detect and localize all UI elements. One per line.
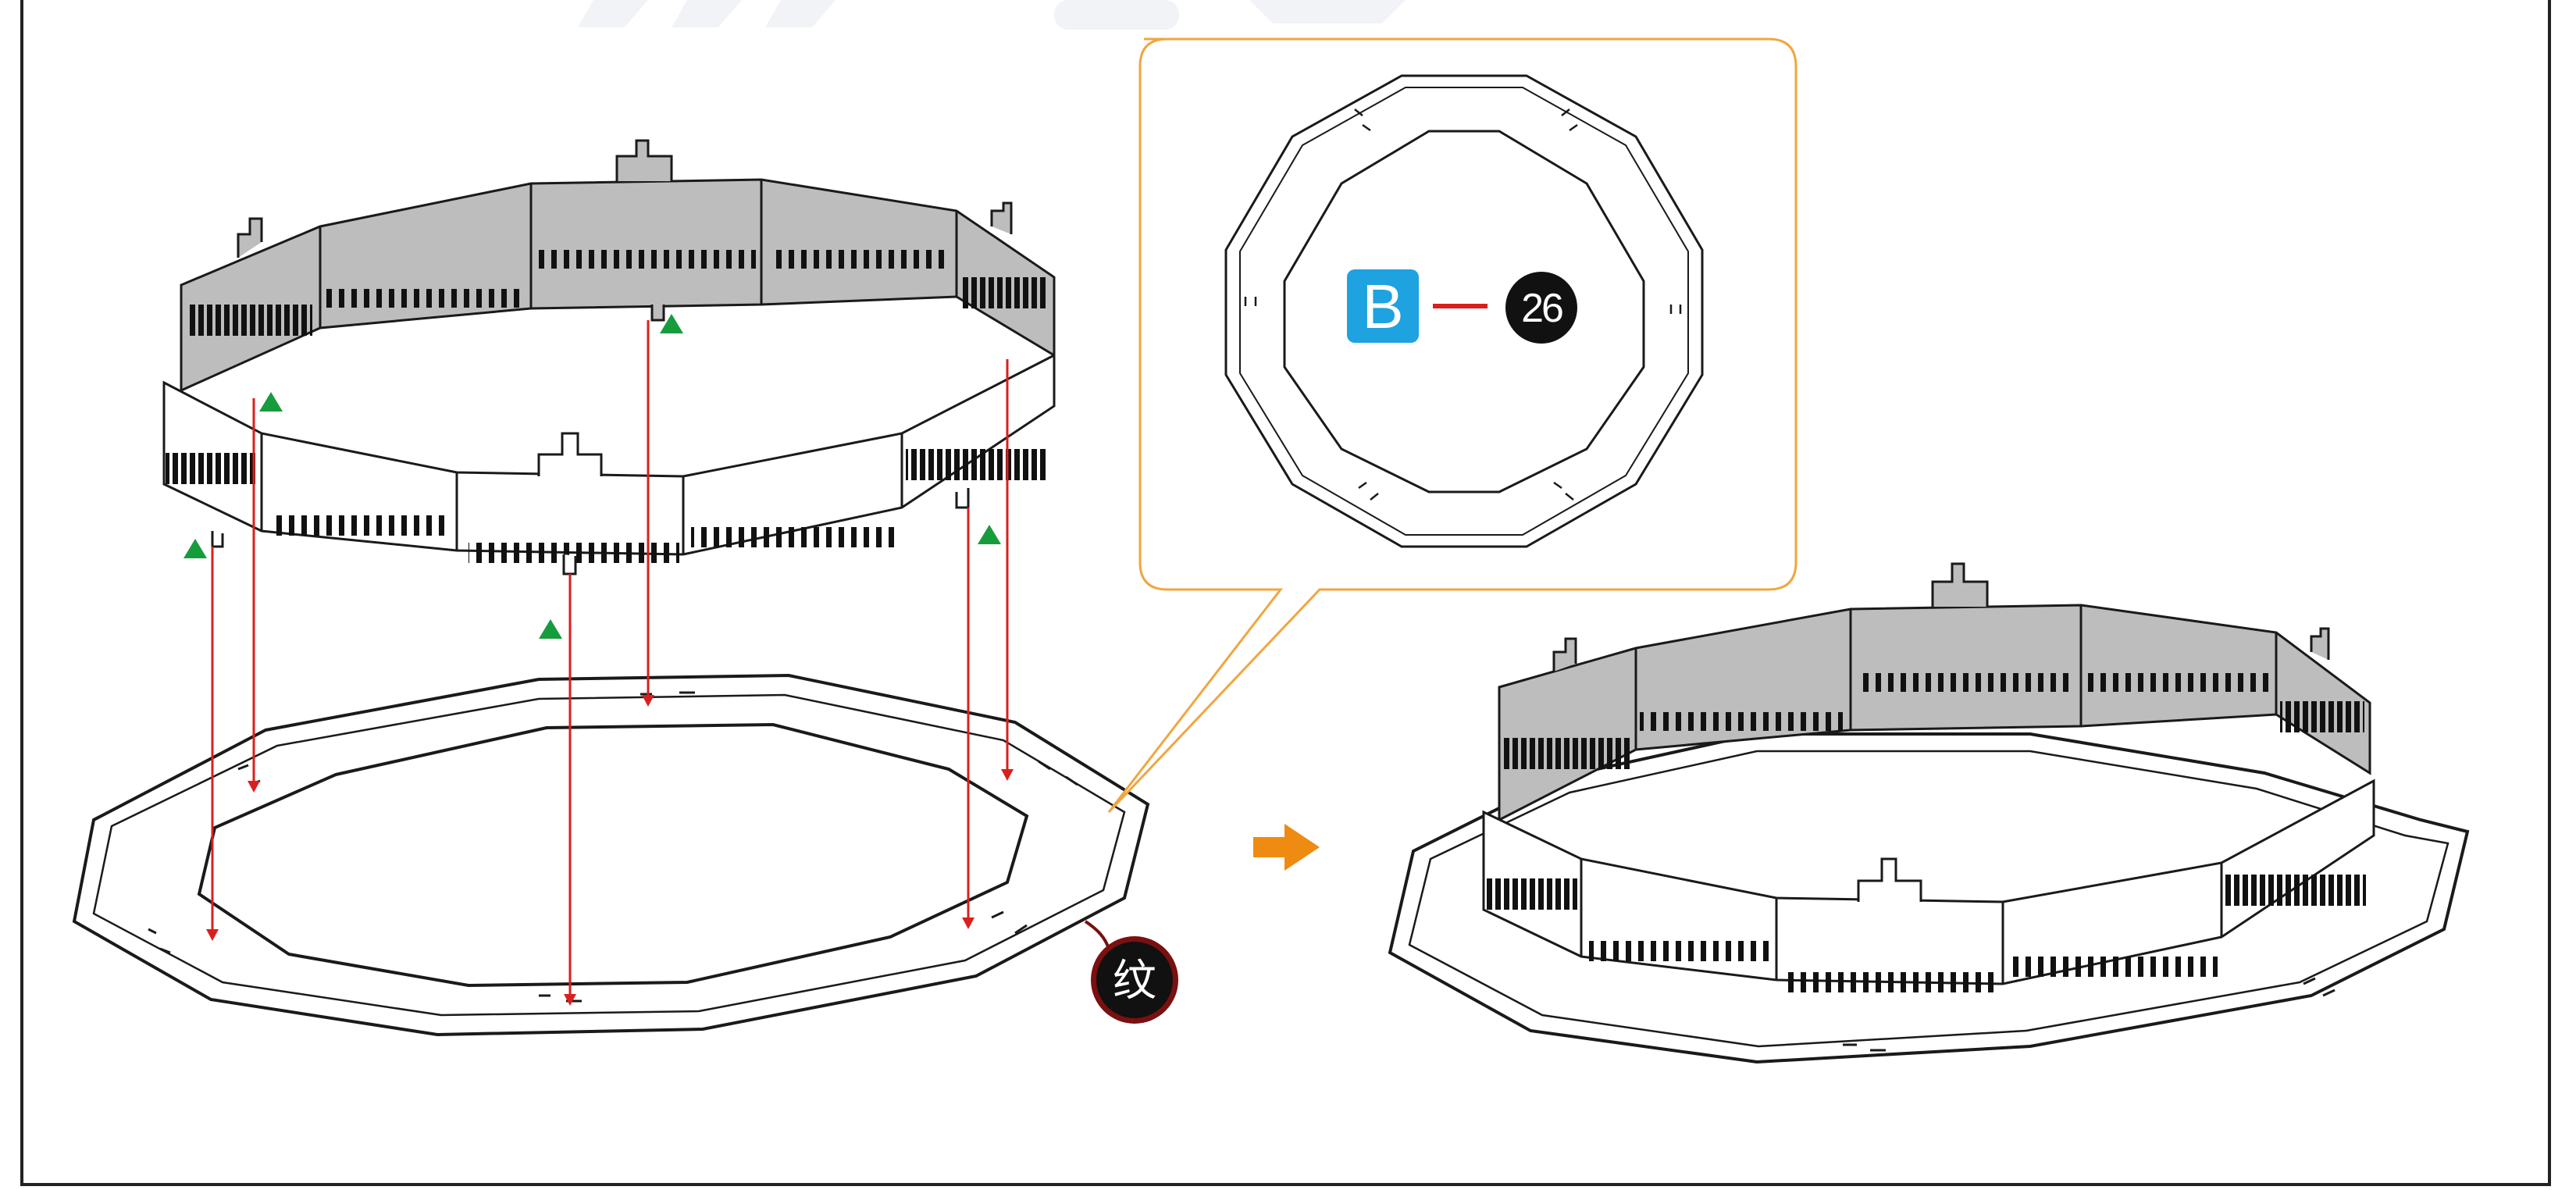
assembled-result [1388, 562, 2470, 1064]
part-letter: B [1362, 272, 1403, 341]
alignment-guides [206, 320, 1014, 1006]
wall-ring-assembled [1482, 562, 2375, 992]
texture-badge: 纹 [1084, 920, 1178, 1024]
green-triangle-marker-icon [183, 539, 207, 558]
green-triangle-marker-icon [259, 392, 283, 412]
part-number: 26 [1521, 286, 1562, 331]
exploded-assembly: 纹 [72, 139, 1178, 1037]
alignment-markers [183, 314, 1001, 639]
header-watermark [578, 0, 1406, 30]
green-triangle-marker-icon [660, 314, 683, 333]
orange-right-arrow-icon [1253, 824, 1320, 871]
callout-ring [1224, 74, 1704, 548]
step-arrow [1253, 824, 1320, 871]
detail-callout: B 26 [1107, 37, 1797, 814]
part-letter-badge [1347, 269, 1419, 343]
wall-ring-exploded [162, 139, 1056, 575]
base-ring-left [72, 673, 1150, 1037]
green-triangle-marker-icon [978, 525, 1001, 544]
base-ring-right [1388, 732, 2470, 1064]
texture-badge-label: 纹 [1113, 956, 1156, 1005]
part-number-badge [1505, 272, 1577, 344]
green-triangle-marker-icon [539, 619, 562, 639]
